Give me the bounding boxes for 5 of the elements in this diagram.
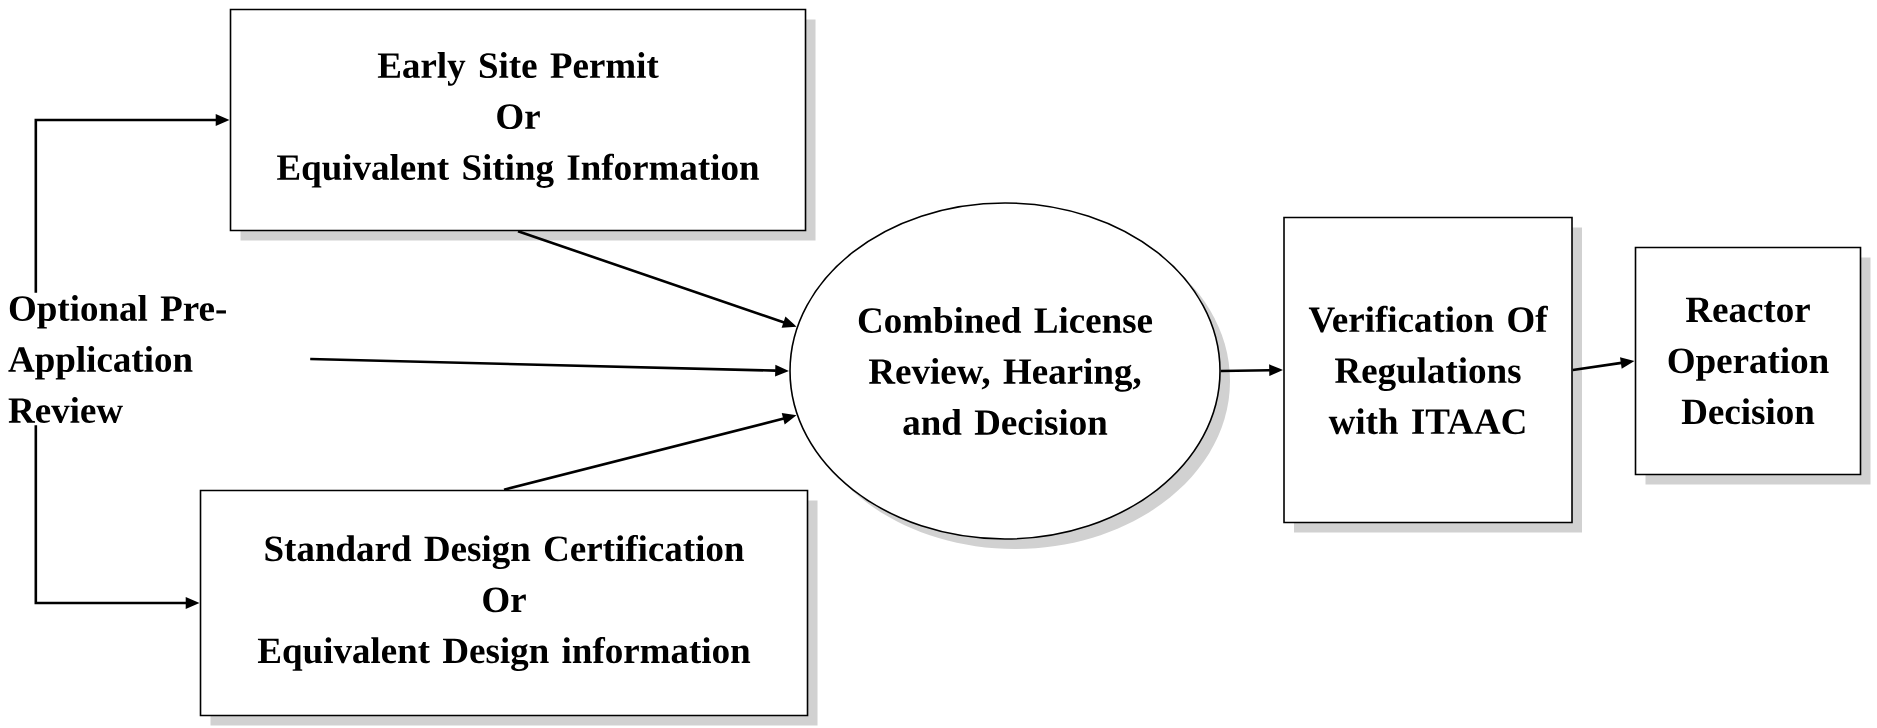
process-box: Reactor Operation Decision — [1634, 246, 1871, 485]
process-box: Standard Design Certification Or Equivalent Design information — [199, 489, 818, 726]
process-box: Early Site Permit Or Equivalent Siting Information — [229, 8, 816, 241]
label-text: Optional Pre-Application Review — [8, 294, 226, 423]
process-box: Verification Of Regulations with ITAAC — [1283, 216, 1582, 533]
